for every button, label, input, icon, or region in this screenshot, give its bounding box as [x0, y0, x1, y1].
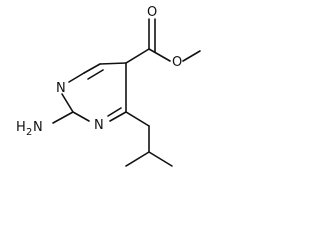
bond-n1-c6 — [68, 72, 85, 83]
bond-c6-c5 — [83, 63, 101, 74]
atom-label-n-top: N — [56, 81, 66, 96]
pyrimidine-ring — [61, 62, 127, 122]
bond-c4-ch2 — [125, 111, 150, 127]
chemical-structure-diagram: N N O O H 2 N — [16, 5, 201, 167]
bond-c5-c6-double — [99, 62, 127, 65]
bond-c2-nh2 — [52, 111, 74, 124]
bond-c6-c5 — [87, 69, 104, 80]
bond-ch-methyl-left — [125, 151, 150, 167]
atom-label-o-carbonyl: O — [147, 5, 157, 20]
substituents — [52, 18, 201, 167]
bond-carbonyl-ester-oxygen — [148, 48, 171, 62]
atom-label-amine-subscript: 2 — [26, 127, 32, 138]
bond-c4-n3-inner — [107, 107, 122, 117]
bond-ch-methyl-right — [148, 151, 173, 167]
bond-c2-n1 — [61, 93, 74, 113]
bond-n3-c2 — [72, 111, 90, 122]
atom-label-amine-n: N — [33, 120, 43, 135]
atom-labels: N N O O H 2 N — [16, 5, 182, 138]
bond-ester-oxygen-methyl — [182, 50, 201, 62]
atom-label-amine-h: H — [16, 120, 26, 135]
atom-label-o-ester: O — [172, 55, 182, 70]
atom-label-n-bottom: N — [94, 118, 104, 133]
bond-c4-n3 — [109, 111, 127, 122]
bond-c5-carbonyl-carbon — [125, 48, 150, 64]
